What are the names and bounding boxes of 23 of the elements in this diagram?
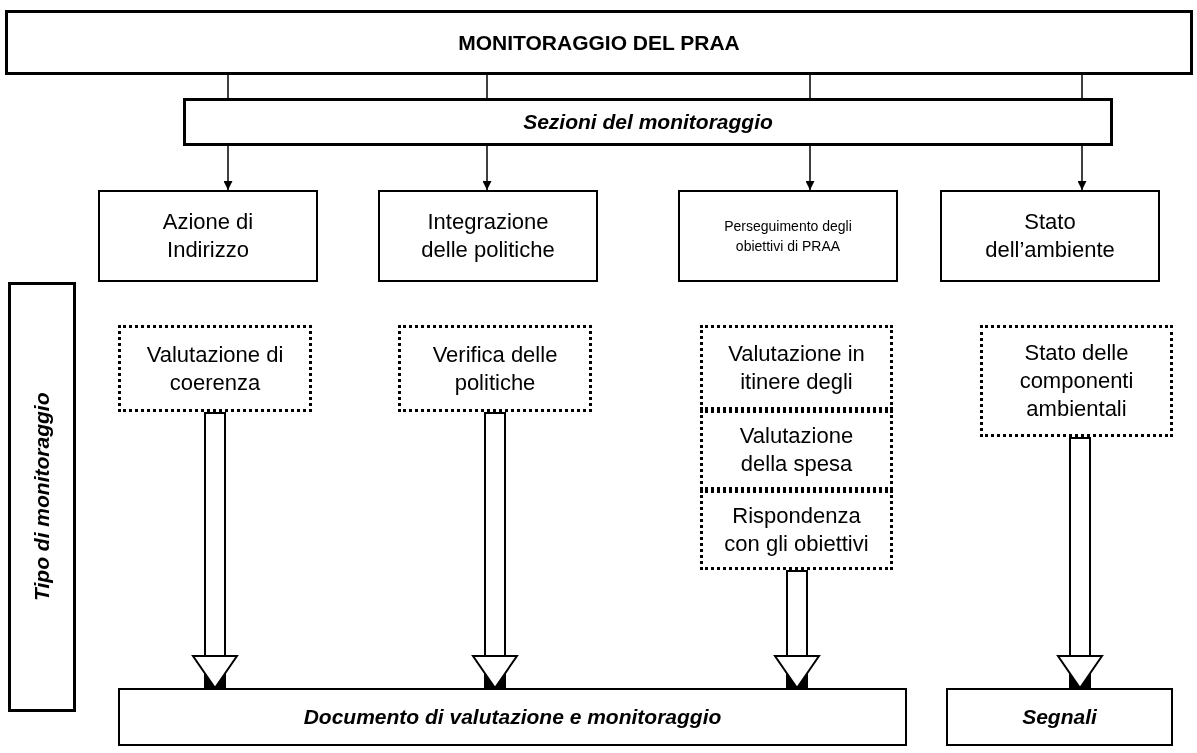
connector-line xyxy=(486,74,488,99)
connector-line xyxy=(809,74,811,99)
section-box: Azione di Indirizzo xyxy=(98,190,318,282)
arrow xyxy=(1077,145,1087,191)
monitoring-type-box: Rispondenza con gli obiettivi xyxy=(700,490,893,570)
monitoring-type-box: Valutazione della spesa xyxy=(700,410,893,490)
sections-band: Sezioni del monitoraggio xyxy=(183,98,1113,146)
title-box: MONITORAGGIO DEL PRAA xyxy=(5,10,1193,75)
connector-line xyxy=(227,74,229,99)
monitoring-type-box: Stato delle componenti ambientali xyxy=(980,325,1173,437)
output-box: Segnali xyxy=(946,688,1173,746)
section-box: Stato dell’ambiente xyxy=(940,190,1160,282)
monitoring-type-box: Valutazione in itinere degli xyxy=(700,325,893,410)
arrow xyxy=(482,145,492,191)
connector-line xyxy=(1081,74,1083,99)
arrow xyxy=(223,145,233,191)
monitoring-type-box: Valutazione di coerenza xyxy=(118,325,312,412)
vertical-label-box: Tipo di monitoraggio xyxy=(8,282,76,712)
arrow xyxy=(805,145,815,191)
section-box: Integrazione delle politiche xyxy=(378,190,598,282)
output-box: Documento di valutazione e monitoraggio xyxy=(118,688,907,746)
section-box: Perseguimento degli obiettivi di PRAA xyxy=(678,190,898,282)
monitoring-type-box: Verifica delle politiche xyxy=(398,325,592,412)
